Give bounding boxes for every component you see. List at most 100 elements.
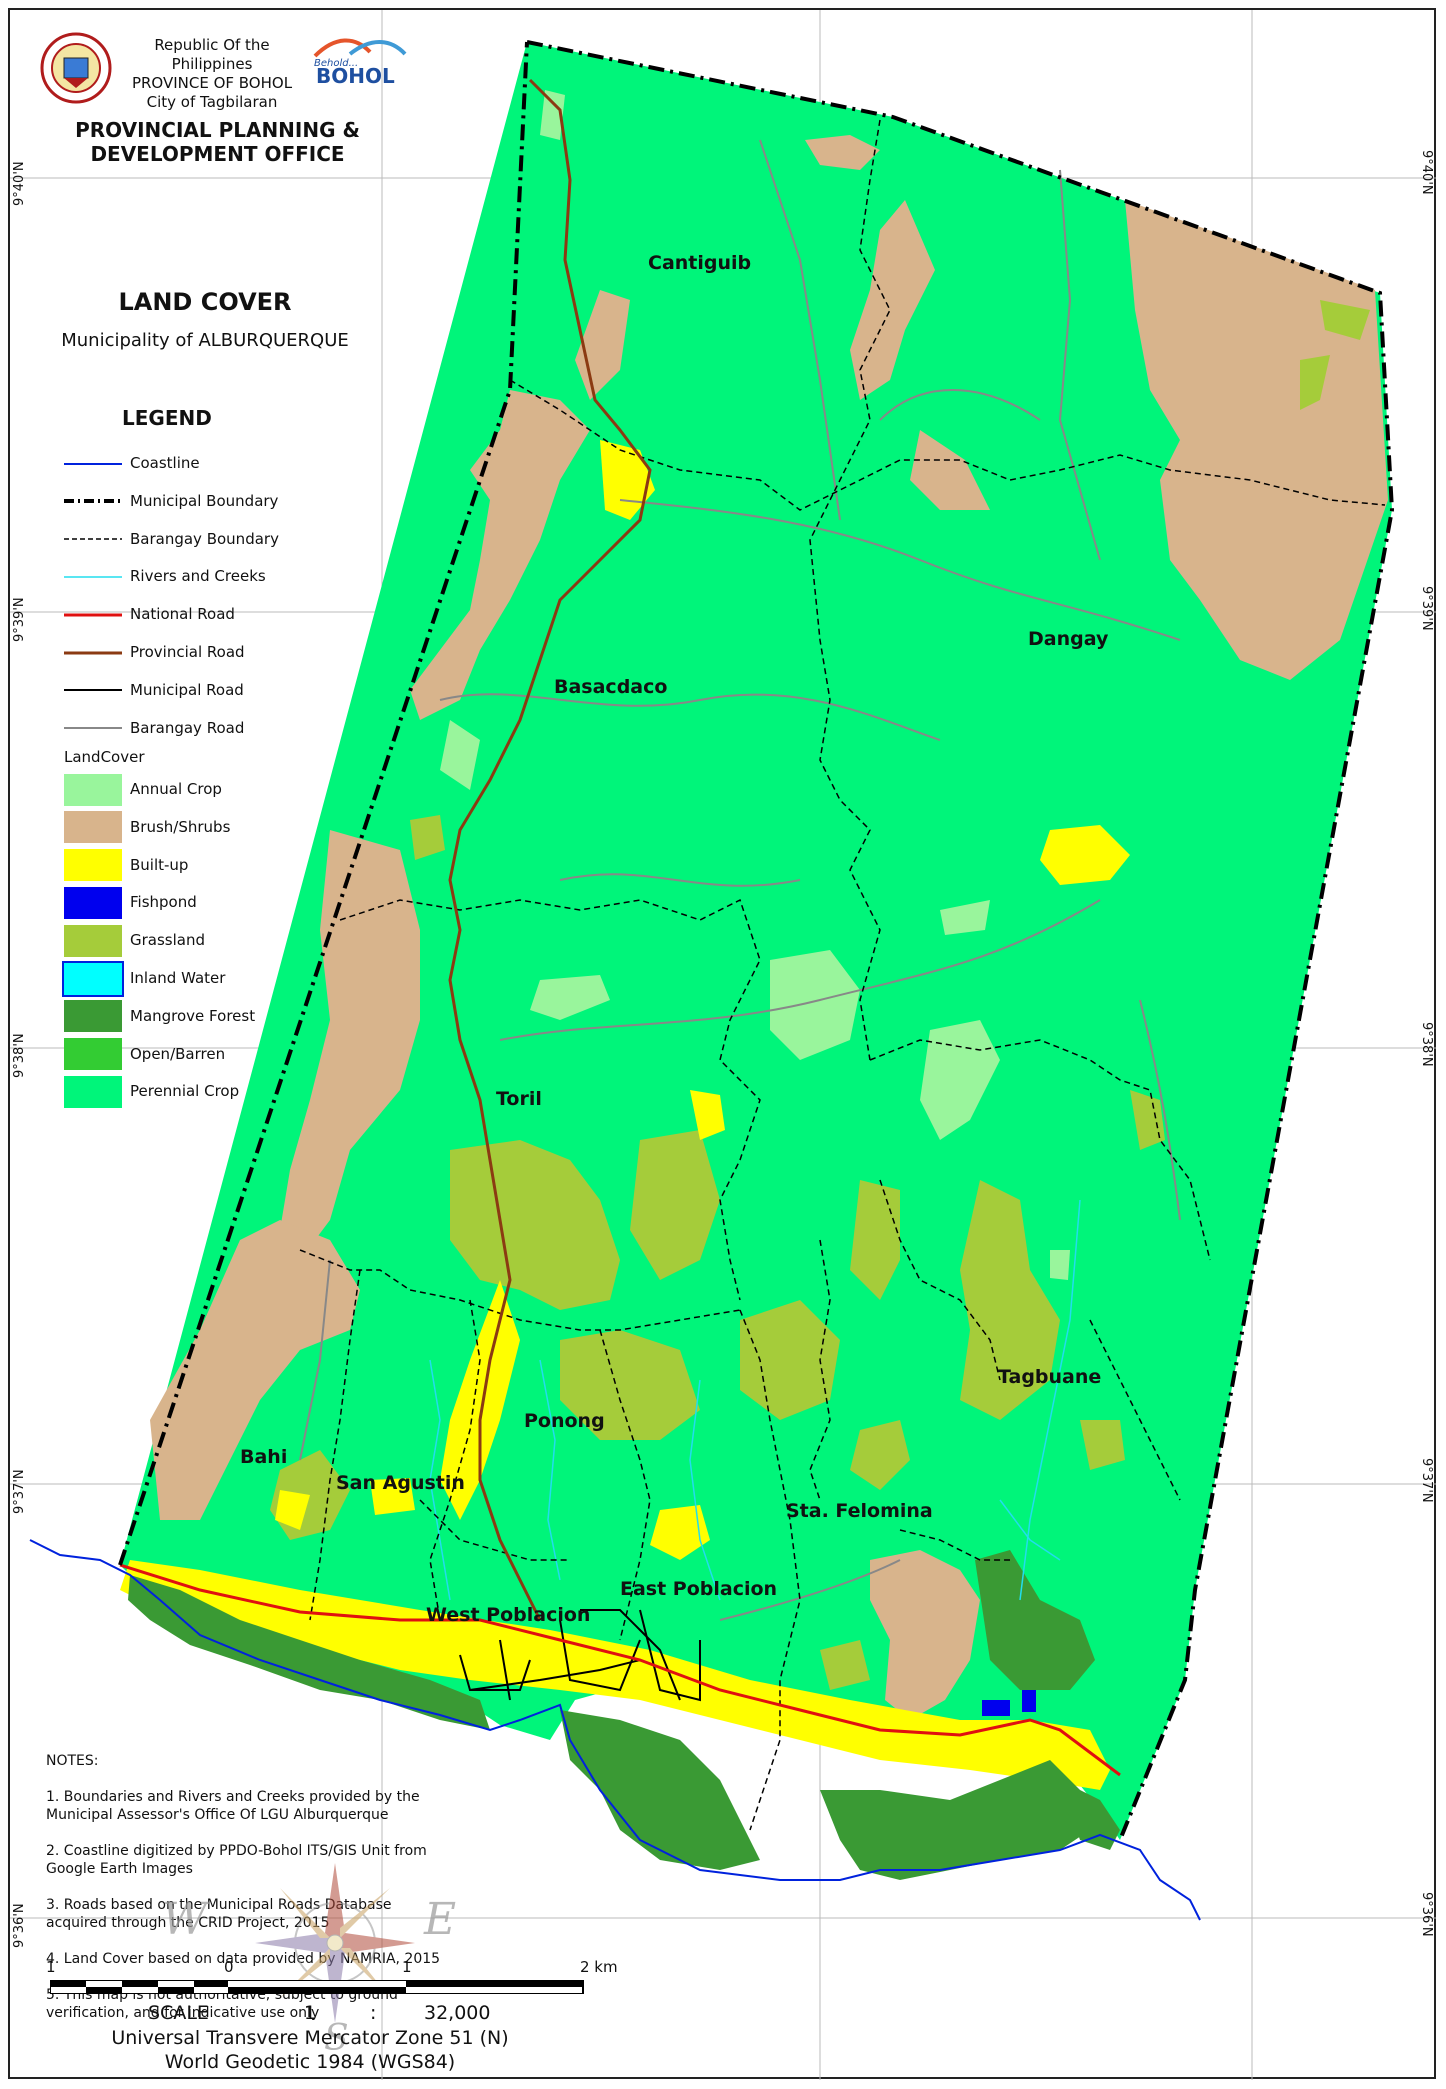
legend-swatch (64, 773, 122, 806)
scale-tick-0: 0 (224, 1958, 234, 1976)
legend-landcover-label: Mangrove Forest (130, 1006, 256, 1025)
fishpond-areas (982, 1690, 1036, 1716)
province-seal-icon (40, 32, 112, 104)
legend-swatch (64, 811, 122, 844)
barangay-label-cantiguib: Cantiguib (648, 252, 752, 274)
logo-behold-text: Behold... (314, 58, 359, 69)
national-road (119, 1563, 1121, 1777)
legend-line-item: Barangay Boundary (64, 528, 279, 550)
legend-landcover-item: Perennial Crop (64, 1074, 239, 1108)
legend-line-label: Barangay Boundary (130, 529, 279, 548)
legend-line-symbol (64, 462, 122, 465)
legend-line-symbol (64, 651, 122, 654)
projection-text: Universal Transvere Mercator Zone 51 (N) (111, 2027, 509, 2049)
legend-line-item: Municipal Boundary (64, 490, 278, 512)
barangay-label-sta-felomina: Sta. Felomina (786, 1500, 933, 1522)
logo-bohol-text: BOHOL (316, 64, 395, 88)
legend-landcover-item: Inland Water (62, 960, 225, 997)
legend-line-symbol (64, 689, 122, 692)
legend-line-symbol (64, 613, 122, 617)
legend-line-label: Municipal Road (130, 680, 244, 699)
barangay-label-west-poblacion: West Poblacion (426, 1604, 591, 1626)
legend-landcover-item: Mangrove Forest (64, 999, 255, 1033)
lat-label-left-9-39: 9°39'N (12, 597, 27, 642)
legend-line-label: Rivers and Creeks (130, 567, 266, 586)
barangay-label-basacdaco: Basacdaco (554, 676, 668, 698)
legend-landcover-label: Annual Crop (130, 780, 222, 798)
legend-line-item: Barangay Road (64, 717, 244, 739)
legend-title: LEGEND (122, 406, 212, 430)
scale-ratio-left: 1 (304, 2002, 317, 2024)
scale-word: SCALE (148, 2002, 209, 2024)
legend-line-symbol (64, 727, 122, 730)
mangrove-forest-areas (128, 1550, 1120, 1880)
legend-line-item: Provincial Road (64, 641, 245, 663)
scale-ratio-sep: : (370, 2002, 377, 2024)
legend-swatch (64, 886, 122, 919)
compass-e-label: E (424, 1894, 457, 1945)
municipal-land (120, 42, 1392, 1840)
barangay-label-toril: Toril (496, 1088, 542, 1110)
provincial-road (448, 78, 652, 1621)
barangay-label-san-agustin: San Agustin (336, 1472, 465, 1494)
municipal-roads (459, 1609, 701, 1702)
map-subtitle: Municipality of ALBURQUERQUE (61, 330, 349, 351)
logo-swirl-icon (313, 38, 407, 58)
landcover-title: LandCover (64, 748, 145, 766)
lat-label-right-9-39: 9°39'N (1419, 586, 1434, 631)
city-text: City of Tagbilaran (146, 93, 278, 111)
scale-tick-2km: 2 km (580, 1958, 618, 1976)
legend-landcover-item: Brush/Shrubs (64, 810, 230, 844)
legend-line-label: Coastline (130, 454, 200, 472)
legend-line-label: Barangay Road (130, 718, 245, 737)
legend-landcover-label: Perennial Crop (130, 1082, 240, 1101)
map-title: LAND COVER (118, 288, 292, 316)
legend-line-label: National Road (130, 605, 235, 624)
rivers-and-creeks (429, 1199, 1081, 1601)
lat-label-left-9-38: 9°38'N (12, 1033, 27, 1078)
scale-ratio-right: 32,000 (424, 2002, 491, 2024)
map-frame (8, 8, 1436, 2079)
legend-landcover-item: Annual Crop (64, 772, 222, 806)
legend-landcover-item: Fishpond (64, 885, 197, 919)
legend-landcover-label: Brush/Shrubs (130, 817, 231, 836)
legend-line-symbol (64, 499, 122, 504)
note-4: 4. Land Cover based on data provided by … (46, 1951, 441, 1967)
header-text: Republic Of the Philippines PROVINCE OF … (112, 36, 312, 112)
lat-label-right-9-36: 9°36'N (1419, 1892, 1434, 1937)
legend-swatch (62, 960, 124, 997)
lat-label-right-9-38: 9°38'N (1419, 1022, 1434, 1067)
barangay-boundaries (299, 119, 1386, 1831)
scale-tick-1-left: 1 (46, 1958, 56, 1976)
legend-line-item: Municipal Road (64, 679, 244, 701)
legend-swatch (64, 849, 122, 882)
legend-landcover-label: Built-up (130, 855, 189, 874)
barangay-label-ponong: Ponong (524, 1410, 605, 1432)
scale-bar (50, 1980, 584, 1994)
republic-text: Republic Of the Philippines (154, 36, 270, 73)
legend-landcover-item: Built-up (64, 848, 188, 882)
lat-label-right-9-37: 9°37'N (1419, 1458, 1434, 1503)
barangay-roads (299, 139, 1181, 1621)
barangay-label-bahi: Bahi (240, 1446, 288, 1468)
legend-swatch (64, 1000, 122, 1033)
compass-w-label: W (162, 1894, 208, 1945)
legend-landcover-item: Open/Barren (64, 1037, 225, 1071)
barangay-label-east-poblacion: East Poblacion (620, 1578, 778, 1600)
legend-landcover-item: Grassland (64, 923, 205, 957)
legend-line-symbol (64, 538, 122, 540)
legend-landcover-label: Grassland (130, 931, 205, 950)
lat-label-left-9-40: 9°40'N (12, 161, 27, 206)
legend-line-label: Municipal Boundary (130, 491, 279, 510)
behold-bohol-logo: Behold... BOHOL (310, 34, 410, 88)
legend-line-item: Coastline (64, 452, 200, 474)
legend-landcover-label: Open/Barren (130, 1044, 226, 1063)
brush-shrubs-areas (150, 135, 1388, 1720)
legend-swatch (64, 1075, 122, 1108)
barangay-label-tagbuane: Tagbuane (998, 1366, 1102, 1388)
legend-swatch (64, 1038, 122, 1071)
municipal-boundary (118, 40, 1395, 1841)
lat-label-left-9-36: 9°36'N (12, 1903, 27, 1948)
note-2: 2. Coastline digitized by PPDO-Bohol ITS… (46, 1843, 427, 1877)
